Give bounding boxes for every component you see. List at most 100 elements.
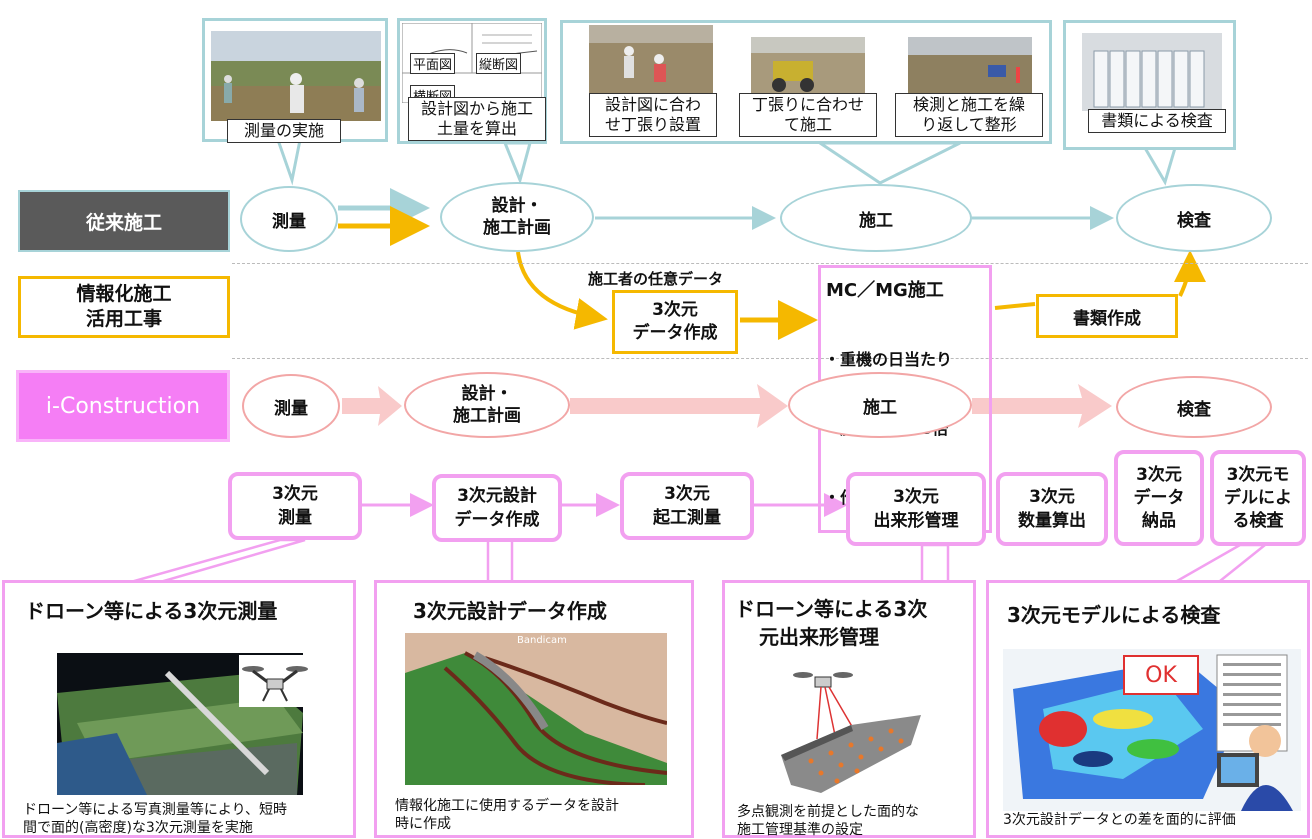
- panel-2-desc: 情報化施工に使用するデータを設計 時に作成: [395, 797, 619, 833]
- conv-design-node: 設計・ 施工計画: [440, 182, 594, 252]
- ok-badge: OK: [1123, 655, 1199, 695]
- shaping-photo: [908, 37, 1032, 99]
- drawing-caption-line2: 土量を算出: [436, 119, 517, 138]
- step-1-line2: 測量: [278, 508, 312, 528]
- icon-survey-node: 測量: [242, 374, 340, 438]
- callout-survey: 測量の実施: [202, 18, 388, 143]
- callout-design: 平面図 縦断図 横断図 設計図から施工 土量を算出: [397, 18, 547, 144]
- callout-tail-inspection: [1142, 146, 1178, 186]
- ict-data-creation-line1: 3次元: [652, 300, 698, 320]
- step-3d-design-data: 3次元設計 データ作成: [432, 474, 562, 542]
- step-3d-start-survey: 3次元 起工測量: [620, 472, 754, 540]
- step-3d-survey: 3次元 測量: [228, 472, 362, 540]
- panel-3-title-line2: 元出来形管理: [759, 625, 879, 649]
- panel-tail-4: [1165, 543, 1269, 587]
- step-4-line1: 3次元: [893, 487, 939, 507]
- callout-tail-construction: [815, 141, 961, 185]
- construction-caption-1-line2: せ丁張り設置: [604, 115, 701, 134]
- panel-3-desc-line1: 多点観測を前提とした面的な: [737, 804, 919, 820]
- panel-3d-design: 3次元設計データ作成 Bandicam 情報化施工に使用するデータを設計 時に作…: [374, 580, 694, 838]
- construction-caption-2-line1: 丁張りに合わせ: [751, 95, 864, 114]
- arrow-ict-mcmg-docs: [994, 302, 1036, 310]
- step-4-line2: 出来形管理: [873, 511, 959, 531]
- ict-data-creation-box: 3次元 データ作成: [612, 290, 738, 354]
- survey-caption: 測量の実施: [227, 119, 341, 143]
- icon-design-line2: 施工計画: [453, 406, 521, 426]
- construction-caption-2-line2: て施工: [783, 115, 832, 134]
- drawing-caption-line1: 設計図から施工: [420, 99, 533, 118]
- panel-1-desc-line2: 間で面的(高密度)な3次元測量を実施: [23, 820, 253, 836]
- panel-tail-3: [920, 543, 950, 587]
- construction-caption-1: 設計図に合わ せ丁張り設置: [589, 93, 717, 137]
- panel-drone-survey: ドローン等による3次元測量 ドローン等による写真測量等により、短時 間で面的(高…: [2, 580, 356, 838]
- conv-inspection-node: 検査: [1116, 184, 1272, 252]
- construction-caption-1-line1: 設計図に合わ: [604, 95, 701, 114]
- callout-construction: 設計図に合わ せ丁張り設置 丁張りに合わせ て施工 検測と施工を繰 り返して整形: [560, 20, 1052, 144]
- panel-drone-as-built: ドローン等による3次 元出来形管理 多点観測を前提とした面的な 施工管理基準の設…: [722, 580, 976, 838]
- callout-inspection: 書類による検査: [1063, 20, 1236, 150]
- panel-tail-2: [486, 538, 514, 586]
- row-label-ict-line1: 情報化施工: [76, 283, 172, 305]
- arrow-icon-design-construction: [570, 384, 788, 428]
- step-2-line2: データ作成: [454, 510, 540, 530]
- panel-1-title: ドローン等による3次元測量: [25, 599, 278, 623]
- documents-photo: [1082, 33, 1222, 111]
- panel-1-desc: ドローン等による写真測量等により、短時 間で面的(高密度)な3次元測量を実施: [23, 801, 287, 837]
- ict-data-creation-line2: データ作成: [632, 323, 718, 343]
- row-label-conventional: 従来施工: [18, 190, 230, 252]
- icon-design-line1: 設計・: [461, 384, 513, 404]
- step-3d-as-built: 3次元 出来形管理: [846, 472, 986, 546]
- separator-1: [232, 263, 1308, 264]
- step-3-line2: 起工測量: [653, 508, 721, 528]
- panel-3d-model-inspection: 3次元モデルによる検査 OK 3次元設計データとの差を面的に評価: [986, 580, 1310, 838]
- step-5-line1: 3次元: [1029, 487, 1075, 507]
- panel-1-desc-line1: ドローン等による写真測量等により、短時: [23, 802, 288, 818]
- mcmg-title: MC／MG施工: [826, 280, 944, 301]
- drone-icon: [239, 655, 311, 707]
- as-built-measurement-image: [781, 672, 921, 793]
- construction-caption-3-line2: り返して整形: [921, 115, 1017, 134]
- step-3d-model-inspection: 3次元モ デルによ る検査: [1210, 450, 1306, 546]
- machine-photo: [751, 37, 865, 99]
- stake-photo: [589, 25, 713, 99]
- documents-box: 書類作成: [1036, 294, 1178, 338]
- icon-design-node: 設計・ 施工計画: [404, 372, 570, 438]
- drawing-caption: 設計図から施工 土量を算出: [408, 97, 546, 141]
- panel-3-title: ドローン等による3次 元出来形管理: [735, 595, 927, 651]
- step-3d-data-delivery: 3次元 データ 納品: [1114, 450, 1204, 546]
- panel-3-desc: 多点観測を前提とした面的な 施工管理基準の設定: [737, 803, 919, 839]
- survey-photo: [211, 31, 381, 121]
- arrow-icon-construction-inspection: [972, 384, 1112, 428]
- inspection-caption: 書類による検査: [1088, 109, 1226, 133]
- panel-4-title: 3次元モデルによる検査: [1007, 603, 1221, 627]
- panel-3-title-line1: ドローン等による3次: [735, 597, 928, 621]
- panel-tail-1: [119, 538, 306, 587]
- design-image-watermark: Bandicam: [517, 635, 567, 646]
- step-1-line1: 3次元: [272, 484, 318, 504]
- construction-caption-3: 検測と施工を繰 り返して整形: [895, 93, 1043, 137]
- step-7-line2: デルによ: [1224, 487, 1292, 508]
- arrow-icon-survey-design: [342, 386, 402, 426]
- row-label-ict: 情報化施工 活用工事: [18, 276, 230, 338]
- step-7-line3: る検査: [1232, 510, 1284, 531]
- drawing-label-plan: 平面図: [410, 53, 456, 74]
- conv-survey-node: 測量: [240, 186, 338, 252]
- drawing-label-profile: 縦断図: [476, 53, 522, 74]
- callout-tail-design: [502, 141, 532, 185]
- panel-2-title: 3次元設計データ作成: [413, 599, 607, 623]
- arbitrary-data-label: 施工者の任意データ: [588, 270, 724, 288]
- row-label-iconstruction: i-Construction: [16, 370, 230, 442]
- callout-tail-survey: [275, 138, 302, 186]
- step-6-line1: 3次元: [1136, 464, 1182, 485]
- conv-design-line1: 設計・: [491, 196, 543, 216]
- step-6-line3: 納品: [1142, 510, 1176, 531]
- separator-2: [232, 358, 1308, 359]
- design-model-image: [405, 633, 667, 785]
- panel-2-desc-line2: 時に作成: [395, 816, 451, 832]
- conv-design-line2: 施工計画: [483, 218, 551, 238]
- step-3-line1: 3次元: [664, 484, 710, 504]
- panel-3-desc-line2: 施工管理基準の設定: [737, 822, 863, 838]
- panel-4-desc-line1: 3次元設計データとの差を面的に評価: [1003, 812, 1236, 828]
- row-label-ict-line2: 活用工事: [85, 308, 162, 330]
- construction-caption-3-line1: 検測と施工を繰: [912, 95, 1025, 114]
